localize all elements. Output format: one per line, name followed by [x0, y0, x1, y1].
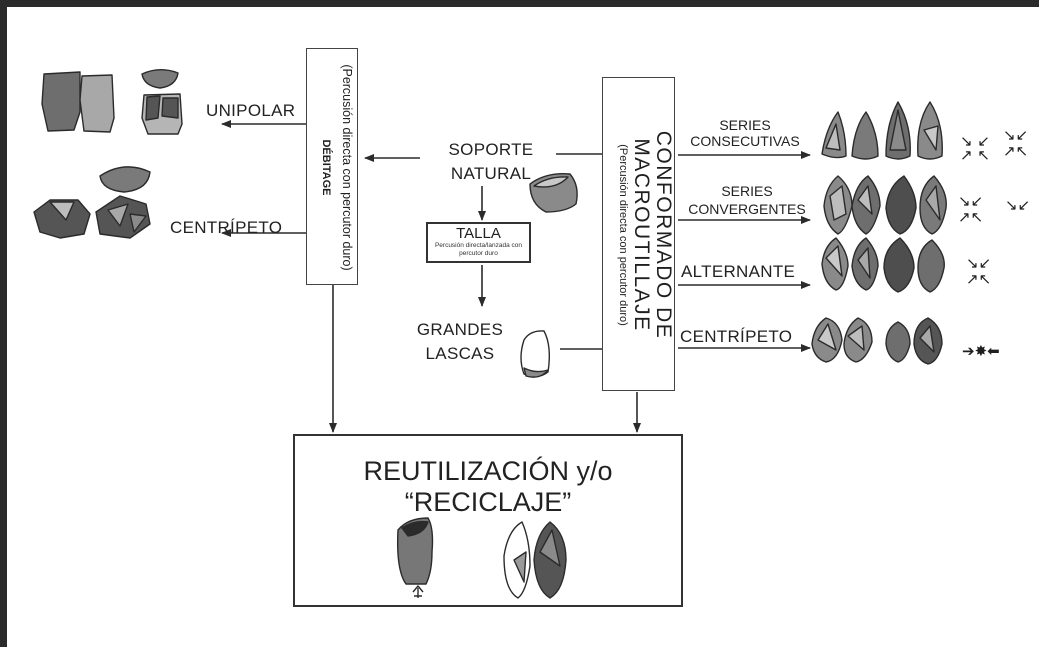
reutilizacion-box: REUTILIZACIÓN y/o “RECICLAJE”	[293, 434, 683, 607]
conformado-title-line2: MACROUTILLAJE	[630, 138, 653, 332]
label-centripeto-right: CENTRÍPETO	[680, 327, 793, 346]
conformado-title-line1: CONFORMADO DE	[652, 130, 675, 340]
series-convergentes-line2: CONVERGENTES	[688, 201, 806, 217]
soporte-line2: NATURAL	[450, 164, 532, 183]
series-consecutivas-line2: CONSECUTIVAS	[690, 133, 800, 149]
label-alternante: ALTERNANTE	[681, 262, 796, 281]
debitage-title: DÉBITAGE	[320, 139, 332, 196]
series-convergentes-line1: SERIES	[721, 183, 773, 199]
reutilizacion-line2: “RECICLAJE”	[404, 487, 572, 517]
label-series-convergentes: SERIES CONVERGENTES	[682, 183, 812, 217]
debitage-text-block: (Percusión directa con percutor duro) DÉ…	[319, 49, 354, 286]
conformado-text-block: CONFORMADO DE MACROUTILLAJE (Percusión d…	[616, 80, 675, 390]
conformado-box: CONFORMADO DE MACROUTILLAJE (Percusión d…	[602, 77, 675, 391]
grandes-line2: LASCAS	[425, 344, 495, 363]
grandes-line1: GRANDES	[416, 320, 504, 339]
talla-box: TALLA Percusión directa/lanzada con perc…	[426, 222, 531, 263]
label-centripeto-left: CENTRÍPETO	[170, 218, 283, 237]
debitage-box: (Percusión directa con percutor duro) DÉ…	[306, 48, 358, 285]
label-grandes-lascas: GRANDES LASCAS	[410, 320, 510, 364]
talla-title: TALLA	[456, 225, 501, 242]
debitage-subtitle: (Percusión directa con percutor duro)	[340, 64, 354, 271]
soporte-line1: SOPORTE	[448, 140, 534, 159]
reutilizacion-line1: REUTILIZACIÓN y/o	[363, 456, 613, 486]
label-series-consecutivas: SERIES CONSECUTIVAS	[680, 117, 810, 149]
reutilizacion-title: REUTILIZACIÓN y/o “RECICLAJE”	[295, 456, 681, 518]
conformado-subtitle: (Percusión directa con percutor duro)	[617, 144, 629, 326]
talla-subtitle: Percusión directa/lanzada con percutor d…	[434, 242, 523, 257]
label-soporte-natural: SOPORTE NATURAL	[431, 140, 551, 184]
label-unipolar: UNIPOLAR	[206, 101, 296, 120]
series-consecutivas-line1: SERIES	[719, 117, 771, 133]
